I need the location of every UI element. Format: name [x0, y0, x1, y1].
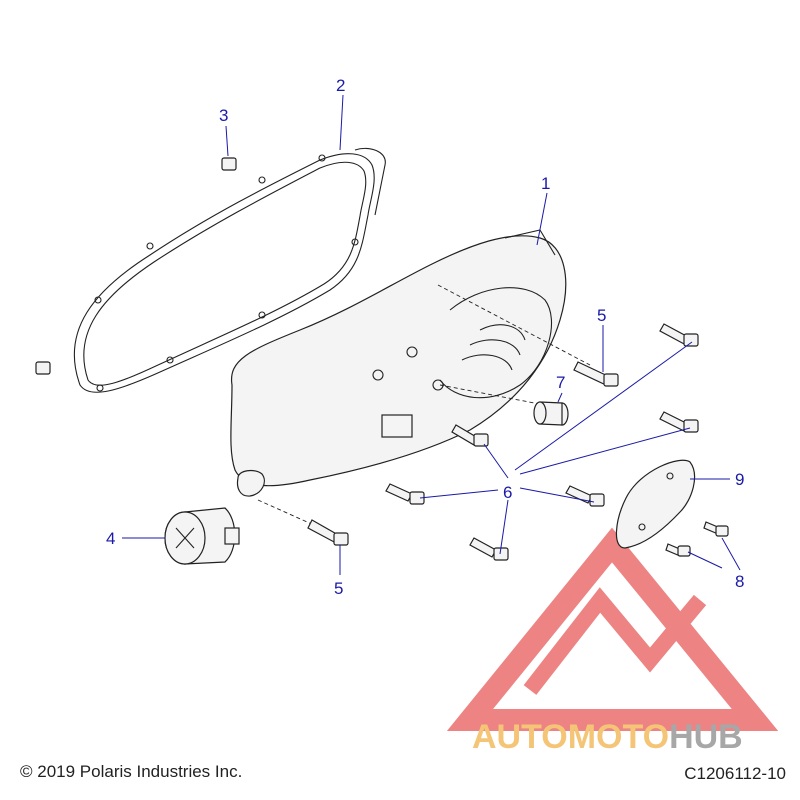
cover-plate	[615, 459, 695, 549]
automotohub-watermark-logo: AUTOMOTOHUB	[446, 527, 779, 756]
callout-6: 6	[503, 483, 512, 502]
dowel-pin-left	[35, 361, 51, 375]
callout-5-lower: 5	[334, 579, 343, 598]
bolt-6-d	[385, 483, 425, 505]
callout-3: 3	[219, 106, 228, 125]
copyright-text: © 2019 Polaris Industries Inc.	[20, 762, 243, 781]
bolt-6-a	[659, 323, 699, 347]
svg-text:AUTOMOTOHUB: AUTOMOTOHUB	[472, 718, 743, 756]
bolt-5-upper	[573, 361, 619, 387]
diagram-code: C1206112-10	[684, 764, 786, 783]
screw-8-b	[665, 543, 691, 557]
spacer-sleeve	[533, 401, 569, 426]
air-duct-element	[164, 507, 240, 565]
dowel-pin-top	[221, 157, 237, 171]
callout-2: 2	[336, 76, 345, 95]
gasket	[73, 147, 386, 393]
screw-8-a	[703, 521, 729, 537]
callout-8: 8	[735, 572, 744, 591]
callout-4: 4	[106, 529, 115, 548]
callout-1: 1	[541, 174, 550, 193]
bolt-6-f	[469, 537, 509, 561]
clutch-cover	[230, 229, 567, 497]
bolt-6-e	[565, 485, 605, 507]
callout-9: 9	[735, 470, 744, 489]
callout-7: 7	[556, 373, 565, 392]
bolt-6-c	[659, 411, 699, 433]
callout-5-upper: 5	[597, 306, 606, 325]
bolt-6-b	[451, 424, 489, 447]
bolt-5-lower	[307, 519, 349, 546]
